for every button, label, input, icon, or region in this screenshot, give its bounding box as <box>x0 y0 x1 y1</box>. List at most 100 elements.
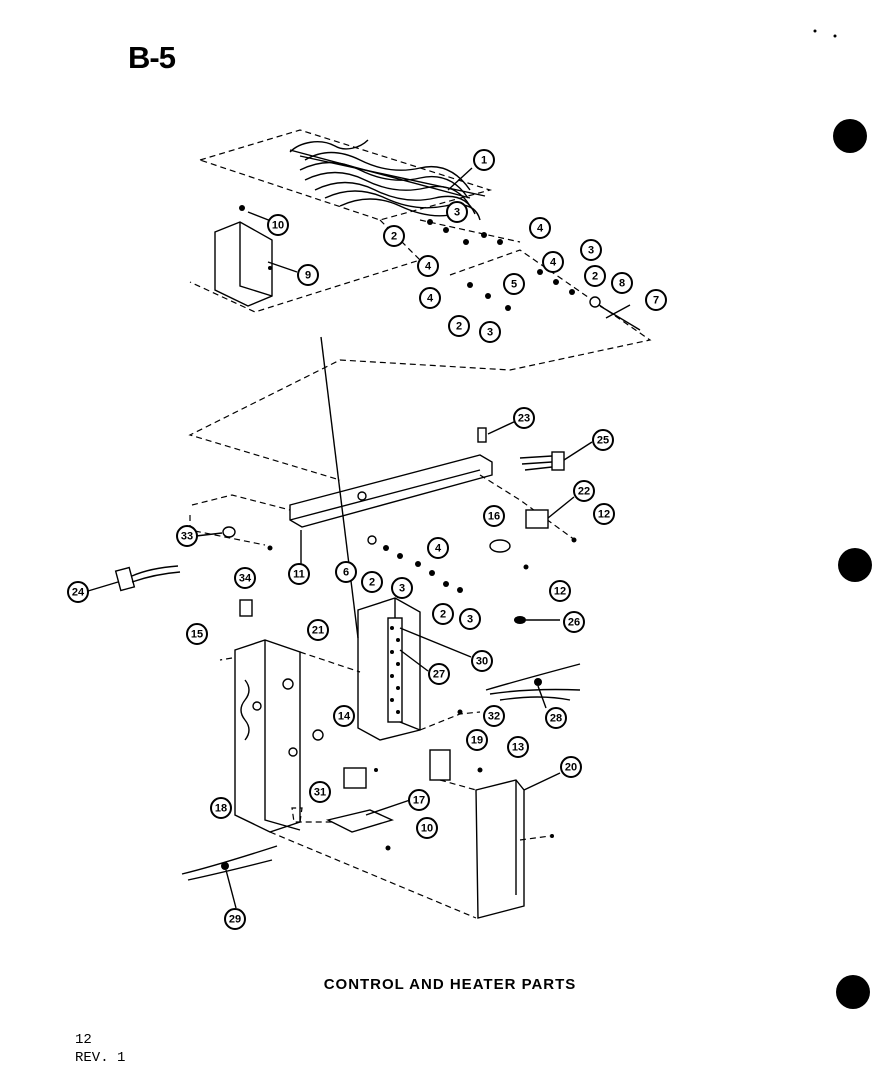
harness-plug <box>114 565 181 592</box>
callout-4: 4 <box>419 287 441 309</box>
callout-circle <box>545 707 567 729</box>
callout-4: 4 <box>542 251 564 273</box>
callout-label: 33 <box>181 531 193 543</box>
callout-circle <box>224 908 246 930</box>
callout-12: 12 <box>549 580 571 602</box>
binder-holes <box>813 29 872 1009</box>
callout-label: 24 <box>72 587 85 599</box>
callout-label: 1 <box>481 155 487 167</box>
callout-circle <box>176 525 198 547</box>
callout-16: 16 <box>483 505 505 527</box>
callout-label: 4 <box>425 261 432 273</box>
callout-circle <box>560 756 582 778</box>
callout-2: 2 <box>361 571 383 593</box>
callout-15: 15 <box>186 623 208 645</box>
callout-label: 5 <box>511 279 517 291</box>
callout-label: 12 <box>598 509 610 521</box>
callout-label: 4 <box>427 293 434 305</box>
callout-label: 10 <box>272 220 284 232</box>
callout-circle <box>419 287 441 309</box>
callout-circle <box>471 650 493 672</box>
callout-23: 23 <box>513 407 535 429</box>
callout-10: 10 <box>416 817 438 839</box>
callout-circle <box>580 239 602 261</box>
callout-circle <box>333 705 355 727</box>
callout-circle <box>427 537 449 559</box>
callout-label: 3 <box>399 583 405 595</box>
callout-circle <box>584 265 606 287</box>
callout-label: 15 <box>191 629 203 641</box>
heater-assembly <box>188 129 652 481</box>
callout-circle <box>479 321 501 343</box>
control-panel <box>114 427 577 624</box>
callout-label: 2 <box>592 271 598 283</box>
callout-label: 23 <box>518 413 530 425</box>
callout-label: 2 <box>369 577 375 589</box>
wire-plug <box>519 451 565 471</box>
callout-14: 14 <box>333 705 355 727</box>
callout-8: 8 <box>611 272 633 294</box>
callout-25: 25 <box>592 429 614 451</box>
callout-20: 20 <box>560 756 582 778</box>
callout-21: 21 <box>307 619 329 641</box>
callout-18: 18 <box>210 797 232 819</box>
callout-10: 10 <box>267 214 289 236</box>
terminal-studs <box>390 626 400 714</box>
callout-circle <box>593 503 615 525</box>
callout-label: 3 <box>454 207 460 219</box>
callout-circle <box>529 217 551 239</box>
callout-label: 7 <box>653 295 659 307</box>
callout-circle <box>335 561 357 583</box>
callout-28: 28 <box>545 707 567 729</box>
callout-label: 6 <box>343 567 349 579</box>
callout-2: 2 <box>383 225 405 247</box>
callout-label: 4 <box>435 543 442 555</box>
callout-26: 26 <box>563 611 585 633</box>
callout-label: 19 <box>471 735 483 747</box>
callout-circle <box>503 273 525 295</box>
callout-circle <box>417 255 439 277</box>
callout-label: 21 <box>312 625 324 637</box>
callout-circle <box>645 289 667 311</box>
callout-circle <box>611 272 633 294</box>
callout-11: 11 <box>288 563 310 585</box>
callout-22: 22 <box>573 480 595 502</box>
callout-label: 29 <box>229 914 241 926</box>
callout-6: 6 <box>335 561 357 583</box>
callout-label: 25 <box>597 435 609 447</box>
callout-circle <box>483 705 505 727</box>
page-number: 12 <box>75 1032 92 1048</box>
callout-circle <box>186 623 208 645</box>
callout-1: 1 <box>473 149 495 171</box>
callout-label: 17 <box>413 795 425 807</box>
callout-label: 11 <box>293 569 305 581</box>
callout-circle <box>563 611 585 633</box>
callout-4: 4 <box>417 255 439 277</box>
callout-circle <box>459 608 481 630</box>
callout-label: 3 <box>467 614 473 626</box>
callout-13: 13 <box>507 736 529 758</box>
callout-label: 9 <box>305 270 311 282</box>
callout-circle <box>513 407 535 429</box>
callout-3: 3 <box>580 239 602 261</box>
callout-circle <box>210 797 232 819</box>
callout-circle <box>408 789 430 811</box>
callout-7: 7 <box>645 289 667 311</box>
callout-5: 5 <box>503 273 525 295</box>
callout-circle <box>432 603 454 625</box>
revision-label: REV. 1 <box>75 1050 126 1066</box>
callout-label: 3 <box>588 245 594 257</box>
callout-19: 19 <box>466 729 488 751</box>
callout-24: 24 <box>67 581 89 603</box>
callout-circle <box>448 315 470 337</box>
callout-circle <box>234 567 256 589</box>
callout-2: 2 <box>584 265 606 287</box>
callout-label: 18 <box>215 803 227 815</box>
callout-label: 30 <box>476 656 488 668</box>
callout-9: 9 <box>297 264 319 286</box>
heater-hardware <box>419 219 641 331</box>
callout-3: 3 <box>459 608 481 630</box>
callout-circle <box>592 429 614 451</box>
callout-label: 26 <box>568 617 580 629</box>
